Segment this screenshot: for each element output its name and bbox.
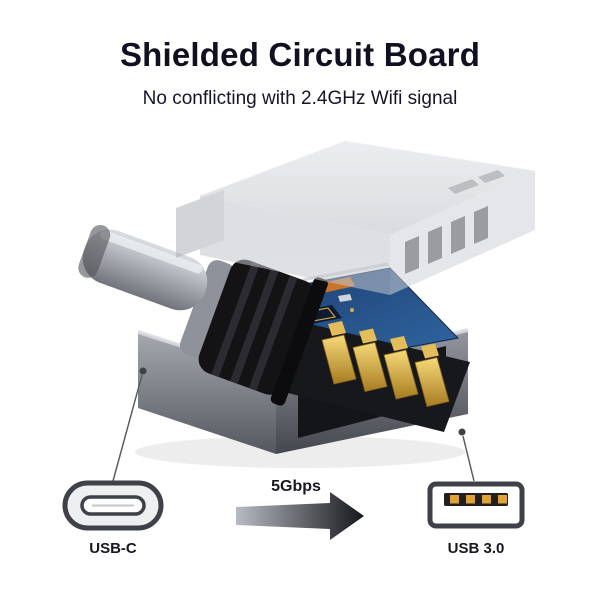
- speed-label: 5Gbps: [271, 478, 321, 495]
- usb-a-port-icon: [427, 481, 525, 529]
- gold-pins: [284, 321, 470, 432]
- usb-3-label: USB 3.0: [447, 540, 505, 557]
- page-subtitle: No conflicting with 2.4GHz Wifi signal: [142, 88, 458, 109]
- product-shadow: [135, 436, 465, 468]
- speed-arrow-icon: [236, 492, 364, 540]
- leader-line-left: [112, 367, 147, 482]
- shield-cover: [176, 138, 536, 295]
- page-title: Shielded Circuit Board: [119, 36, 481, 73]
- leader-line-right: [458, 428, 475, 482]
- usb-c-connector-icon: [62, 480, 164, 531]
- usb-c-plug: [78, 224, 328, 406]
- usb-c-label: USB-C: [89, 540, 137, 557]
